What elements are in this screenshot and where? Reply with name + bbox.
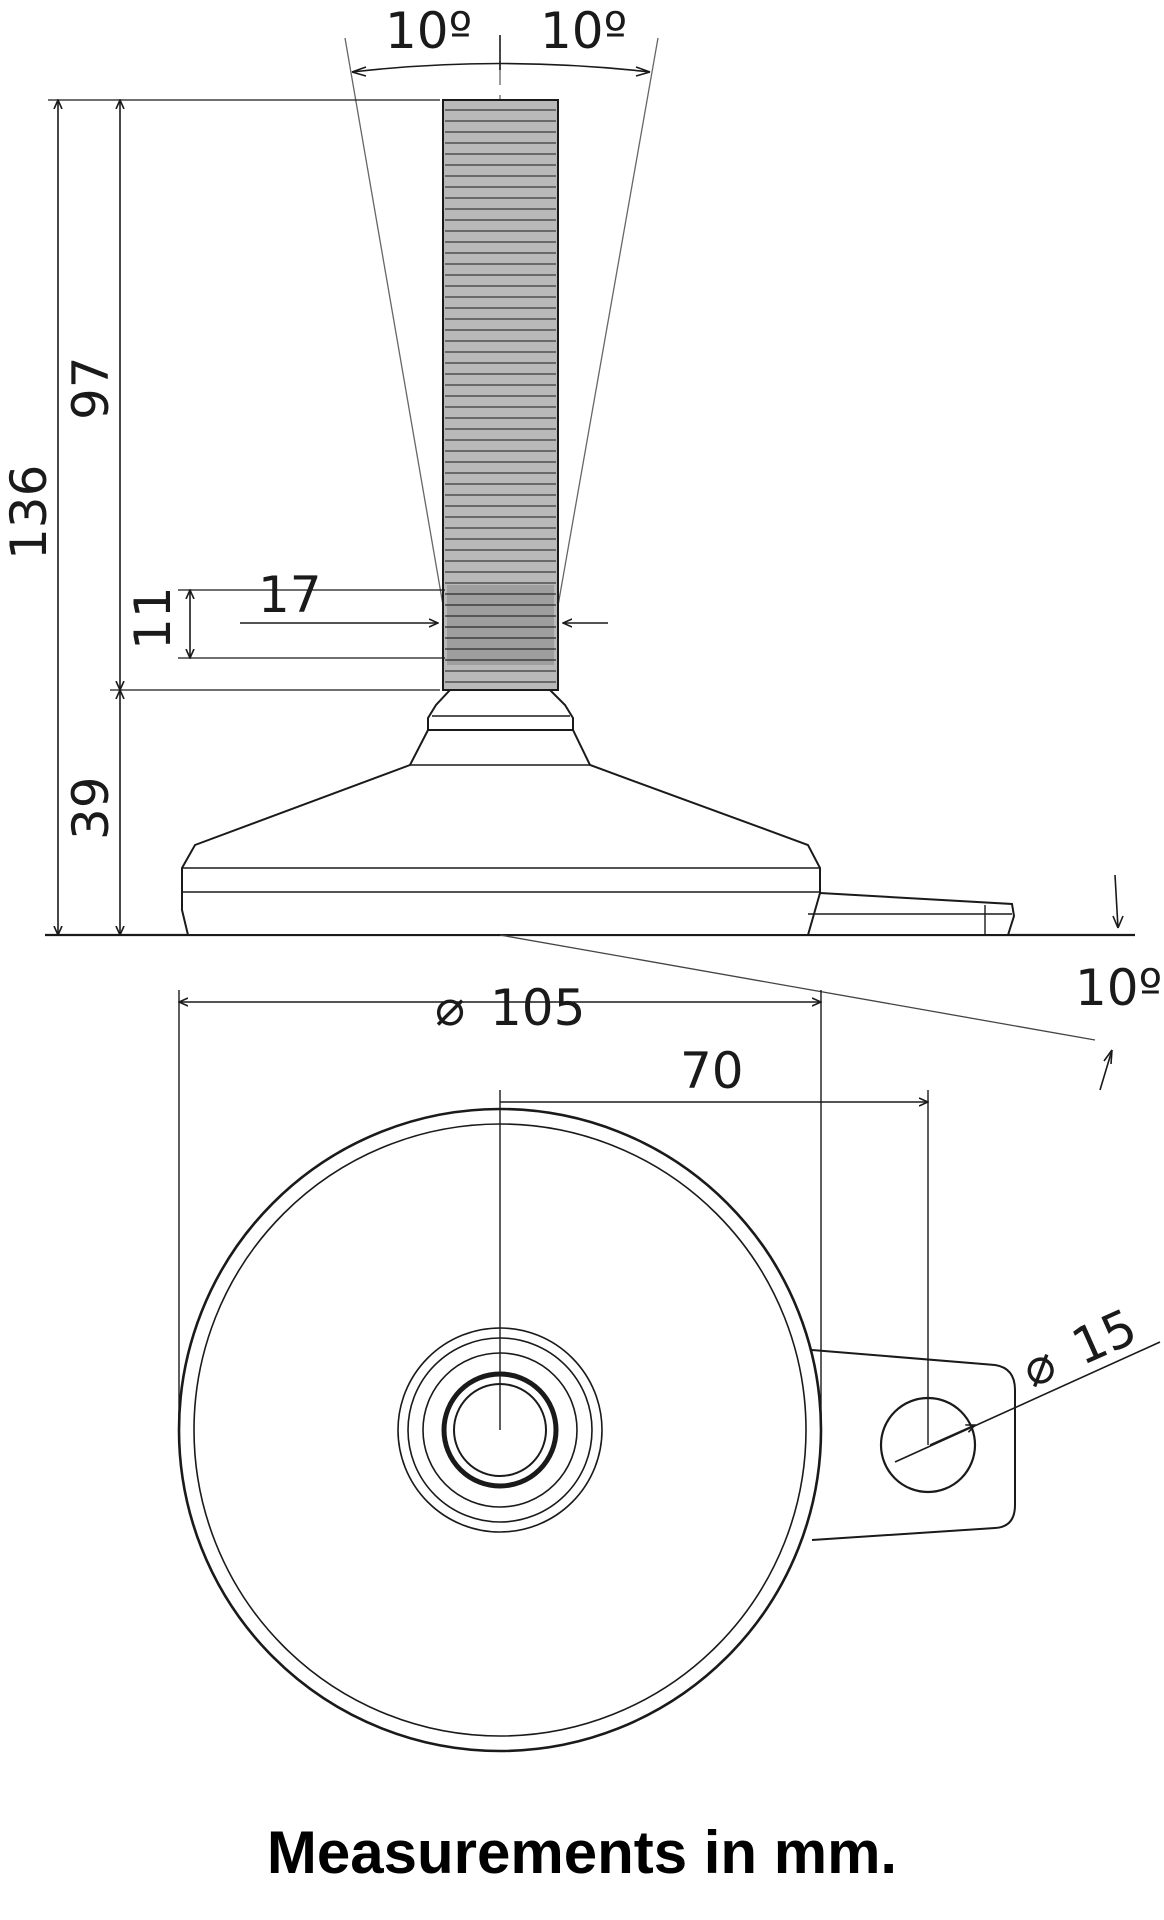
tilt-right-label: 10º	[540, 2, 627, 60]
base-diameter-label: 105	[490, 979, 585, 1037]
base-tilt-label: 10º	[1075, 959, 1162, 1017]
hole-diameter-label: 15	[1064, 1298, 1146, 1377]
base-diameter-symbol: ⌀	[435, 979, 465, 1037]
thread-diameter-label: 17	[258, 566, 322, 624]
side-view	[45, 35, 1135, 1091]
caption: Measurements in mm.	[266, 1819, 898, 1886]
stem-height-label: 97	[62, 356, 120, 420]
tilt-left-label: 10º	[385, 2, 472, 60]
tilt-reference-line	[499, 934, 1096, 1041]
threaded-stem	[442, 99, 559, 691]
hole-diameter-symbol: ⌀	[1013, 1334, 1064, 1399]
top-view	[177, 990, 1161, 1753]
base-body	[181, 729, 821, 936]
hole-offset-label: 70	[680, 1042, 744, 1100]
top-tilt-arc	[351, 62, 651, 73]
thread-length-label: 11	[124, 586, 182, 650]
overall-height-label: 136	[0, 465, 58, 560]
joint-collar	[427, 689, 574, 731]
base-height-label: 39	[62, 776, 120, 840]
